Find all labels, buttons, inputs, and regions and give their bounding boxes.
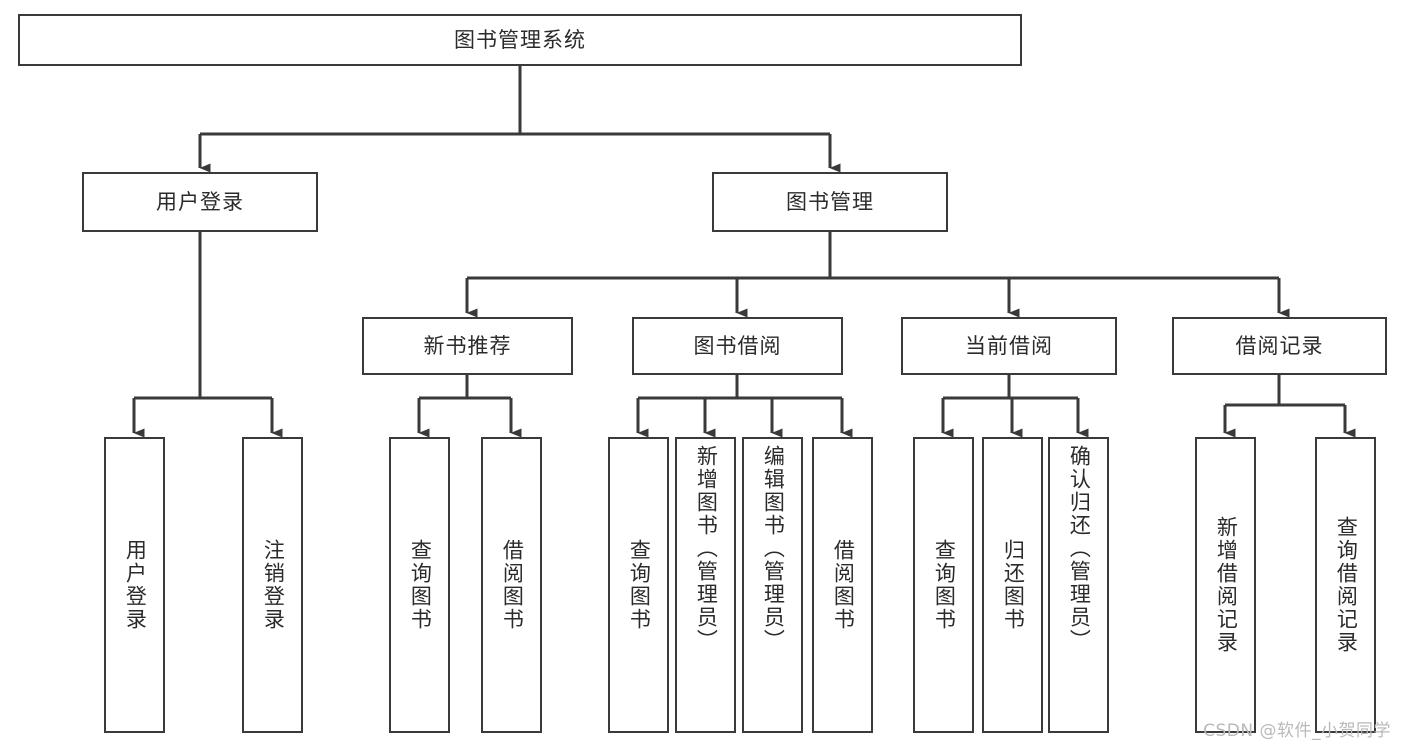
leaf-edit-book-admin[interactable]: 编辑图书（管理员） xyxy=(742,437,803,733)
leaf-add-book-admin-label: 新增图书（管理员） xyxy=(694,445,719,652)
node-current-borrow[interactable]: 当前借阅 xyxy=(901,317,1117,375)
node-book-management-label: 图书管理 xyxy=(786,189,874,214)
leaf-add-book-admin[interactable]: 新增图书（管理员） xyxy=(675,437,736,733)
leaf-query-book-3[interactable]: 查询图书 xyxy=(913,437,974,733)
leaf-borrow-book-2-label: 借阅图书 xyxy=(831,539,856,631)
leaf-query-borrow-record[interactable]: 查询借阅记录 xyxy=(1315,437,1376,733)
node-new-book-recommend-label: 新书推荐 xyxy=(423,333,512,358)
leaf-user-login-label: 用户登录 xyxy=(123,539,148,631)
leaf-query-book-2-label: 查询图书 xyxy=(627,539,652,631)
node-root[interactable]: 图书管理系统 xyxy=(18,14,1022,66)
leaf-confirm-return-admin[interactable]: 确认归还（管理员） xyxy=(1048,437,1109,733)
leaf-return-book[interactable]: 归还图书 xyxy=(982,437,1043,733)
leaf-edit-book-admin-label: 编辑图书（管理员） xyxy=(761,445,786,652)
node-borrow-record-label: 借阅记录 xyxy=(1235,333,1324,358)
leaf-user-login[interactable]: 用户登录 xyxy=(104,437,165,733)
csdn-watermark: CSDN @软件_小贺同学 xyxy=(1203,721,1391,741)
leaf-logout-login[interactable]: 注销登录 xyxy=(242,437,303,733)
leaf-query-book-1-label: 查询图书 xyxy=(408,539,433,631)
leaf-return-book-label: 归还图书 xyxy=(1001,539,1026,631)
leaf-query-book-2[interactable]: 查询图书 xyxy=(608,437,669,733)
node-new-book-recommend[interactable]: 新书推荐 xyxy=(362,317,573,375)
leaf-query-borrow-record-label: 查询借阅记录 xyxy=(1334,516,1359,654)
leaf-add-borrow-record[interactable]: 新增借阅记录 xyxy=(1195,437,1256,733)
leaf-query-book-3-label: 查询图书 xyxy=(932,539,957,631)
leaf-confirm-return-admin-label: 确认归还（管理员） xyxy=(1067,445,1092,652)
leaf-borrow-book-1-label: 借阅图书 xyxy=(500,539,525,631)
node-user-login-label: 用户登录 xyxy=(156,189,244,214)
leaf-logout-login-label: 注销登录 xyxy=(261,539,286,631)
node-user-login[interactable]: 用户登录 xyxy=(82,172,318,232)
node-book-management[interactable]: 图书管理 xyxy=(712,172,948,232)
node-book-borrow[interactable]: 图书借阅 xyxy=(632,317,843,375)
node-borrow-record[interactable]: 借阅记录 xyxy=(1172,317,1387,375)
leaf-query-book-1[interactable]: 查询图书 xyxy=(389,437,450,733)
node-current-borrow-label: 当前借阅 xyxy=(965,333,1053,358)
leaf-borrow-book-2[interactable]: 借阅图书 xyxy=(812,437,873,733)
leaf-borrow-book-1[interactable]: 借阅图书 xyxy=(481,437,542,733)
node-root-label: 图书管理系统 xyxy=(454,27,586,52)
node-book-borrow-label: 图书借阅 xyxy=(693,333,782,358)
leaf-add-borrow-record-label: 新增借阅记录 xyxy=(1214,516,1239,654)
